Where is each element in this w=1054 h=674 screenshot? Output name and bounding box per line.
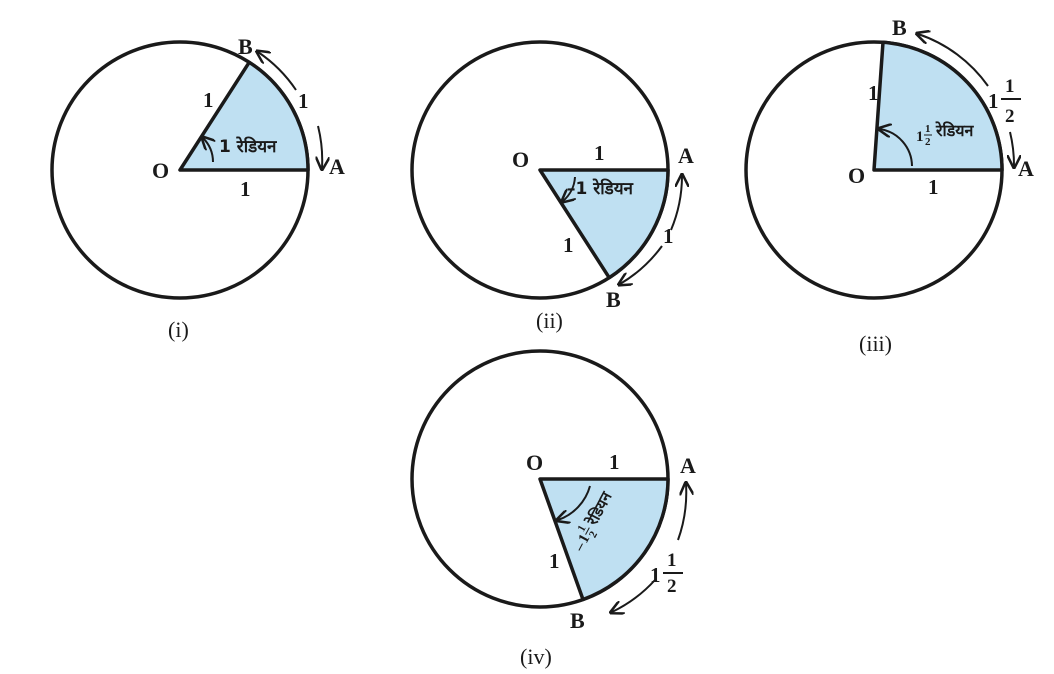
angle-denominator: 2 <box>587 529 600 540</box>
arc-numerator: 1 <box>667 550 677 571</box>
angle-denominator: 2 <box>925 136 931 148</box>
label-radius-OA: 1 <box>928 175 939 199</box>
angle-arrow <box>203 138 213 163</box>
label-B: B <box>238 34 253 59</box>
arc-arrow-down <box>1010 131 1014 166</box>
label-radius-OA: 1 <box>240 177 251 201</box>
angle-arrow <box>563 176 575 201</box>
label-radius-OB: 1 <box>868 81 879 105</box>
label-angle: 1 1 2 रेडियन <box>916 121 975 148</box>
label-B: B <box>892 15 907 40</box>
label-arc-length: 1 1 2 <box>650 550 683 597</box>
arc-arrow-up <box>918 34 989 87</box>
arc-arrow-up <box>258 52 297 91</box>
arc-arrow-down <box>612 579 656 612</box>
arc-denominator: 2 <box>1005 106 1015 127</box>
figure-iii: O A B 1 1 1 1 2 1 1 2 रेडियन (iii) <box>744 15 1034 356</box>
arc-arrow-down <box>318 125 322 168</box>
arc-whole: 1 <box>988 89 999 113</box>
label-radius-OB: 1 <box>203 88 214 112</box>
label-B: B <box>606 287 621 312</box>
arc-arrow-up <box>670 176 682 231</box>
label-radius-OB: 1 <box>563 233 574 257</box>
label-O: O <box>848 163 865 188</box>
figure-iv: O A B 1 1 1 1 2 – 1 1 2 रेडियन (iv) <box>410 349 696 669</box>
label-radius-OB: 1 <box>549 549 560 573</box>
sector-shaded <box>872 40 1004 172</box>
arc-arrow-up <box>677 484 686 541</box>
angle-numerator: 1 <box>575 523 588 533</box>
arc-denominator: 2 <box>667 576 677 597</box>
label-radius-OA: 1 <box>609 450 620 474</box>
label-A: A <box>680 453 696 478</box>
label-arc-length: 1 <box>663 224 674 248</box>
label-arc-length: 1 <box>298 89 309 113</box>
label-B: B <box>570 608 585 633</box>
caption: (iv) <box>520 644 552 669</box>
label-O: O <box>152 158 169 183</box>
arc-arrow-down <box>620 245 663 284</box>
label-arc-length: 1 1 2 <box>988 76 1021 127</box>
angle-word: रेडियन <box>934 121 974 140</box>
arc-numerator: 1 <box>1005 76 1015 97</box>
angle-fraction-bar <box>585 527 590 535</box>
angle-arrow <box>558 485 591 520</box>
label-radius-OA: 1 <box>594 141 605 165</box>
label-angle: –1 रेडियन <box>567 178 634 199</box>
figure-i: O A B 1 1 1 1 रेडियन (i) <box>50 34 345 342</box>
caption: (ii) <box>536 308 563 333</box>
angle-arrow <box>880 129 913 167</box>
label-A: A <box>678 143 694 168</box>
caption: (iii) <box>859 331 892 356</box>
label-A: A <box>1018 156 1034 181</box>
angle-whole: 1 <box>916 129 924 145</box>
sector-shaded <box>538 477 670 602</box>
figure-ii: O A B 1 1 1 –1 रेडियन (ii) <box>410 40 694 333</box>
arc-whole: 1 <box>650 563 661 587</box>
label-A: A <box>329 154 345 179</box>
label-angle: 1 रेडियन <box>219 136 277 157</box>
label-O: O <box>512 147 529 172</box>
caption: (i) <box>168 317 189 342</box>
angle-numerator: 1 <box>925 123 931 135</box>
label-O: O <box>526 450 543 475</box>
